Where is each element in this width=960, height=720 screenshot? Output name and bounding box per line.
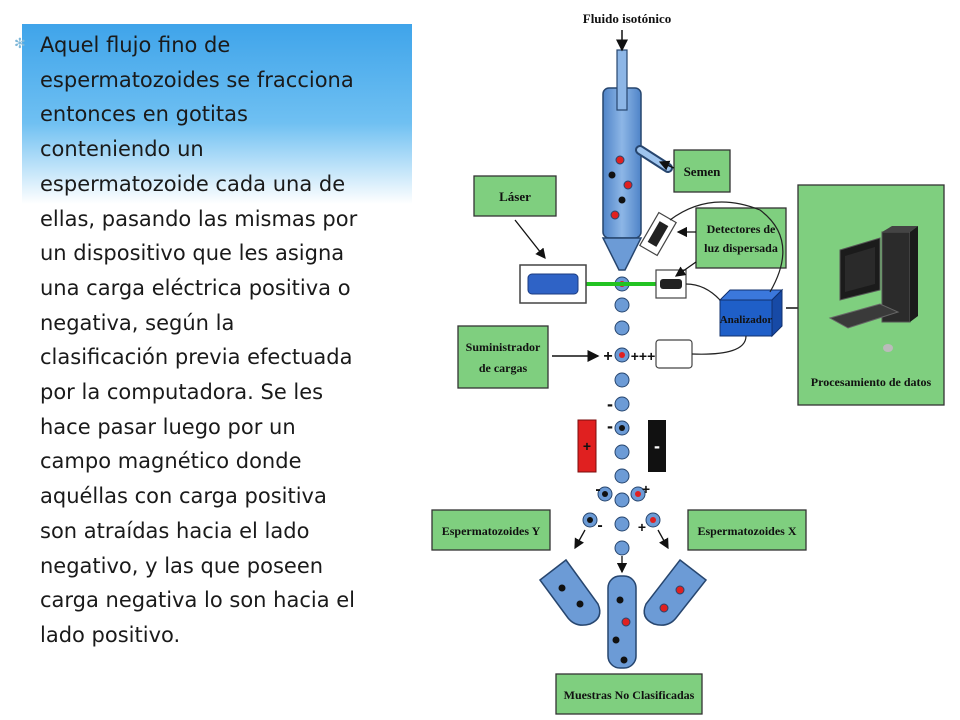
body-paragraph: Aquel flujo fino de espermatozoides se f… [40,33,358,647]
wire-forward-analyzer [685,283,721,301]
sign-minus-lower: - [607,416,613,436]
arrow-semen [658,160,675,171]
forward-detector [655,269,687,299]
svg-text:Espermatozoides X: Espermatozoides X [698,524,797,538]
tube-unsorted [607,575,637,669]
arrow-detectores-2 [674,261,697,277]
svg-text:Suministrador: Suministrador [466,340,541,354]
sign-triple-plus: +++ [631,348,656,364]
sign-minus-upper: - [607,394,613,414]
scatter-detector [639,211,677,257]
svg-text:Espermatozoides Y: Espermatozoides Y [442,524,541,538]
label-esp-y: Espermatozoides Y [431,509,551,551]
svg-text:Analizador: Analizador [720,314,773,326]
label-procesamiento: Procesamiento de datos [797,184,945,406]
plate-positive: + [577,419,597,473]
sign-plus-x: + [638,519,646,535]
svg-text:Muestras No Clasificadas: Muestras No Clasificadas [564,688,695,702]
label-muestras: Muestras No Clasificadas [555,673,703,715]
sign-plus-right: + [642,481,650,497]
svg-text:Láser: Láser [499,189,531,204]
arrow-laser [514,219,546,260]
label-semen: Semen [673,149,731,193]
droplet-stream [574,276,669,574]
label-suministrador: Suministrador de cargas [457,325,549,389]
label-fluido: Fluido isotónico [583,11,672,26]
nozzle-column [601,30,673,271]
flower-bullet-icon: ✻ [14,36,26,52]
svg-text:Semen: Semen [684,164,722,179]
sign-minus-left: - [595,481,600,498]
sign-plus-charging: + [603,348,612,365]
svg-text:+: + [583,438,591,454]
svg-text:Procesamiento de datos: Procesamiento de datos [811,375,932,389]
svg-text:luz dispersada: luz dispersada [704,241,778,255]
sign-minus-y: - [597,517,602,534]
tube-y [538,558,601,626]
laser-source [519,264,587,304]
title-banner [22,24,412,204]
tube-x [643,558,708,626]
computer-icon [828,226,918,352]
label-laser: Láser [473,175,557,217]
svg-text:Detectores de: Detectores de [707,222,776,236]
label-detectores: Detectores de luz dispersada [695,207,787,269]
charge-electrode [655,339,693,369]
sperm-sorting-diagram: + - + +++ - - - + - + Fluido isotónico S… [431,11,945,715]
label-esp-x: Espermatozoides X [687,509,807,551]
svg-text:de cargas: de cargas [479,361,528,375]
svg-text:-: - [654,436,660,456]
plate-negative: - [648,420,666,472]
analyzer-box: Analizador [718,288,784,338]
wire-scatter-analyzer [669,201,784,293]
wire-analyzer-electrode [691,335,747,355]
